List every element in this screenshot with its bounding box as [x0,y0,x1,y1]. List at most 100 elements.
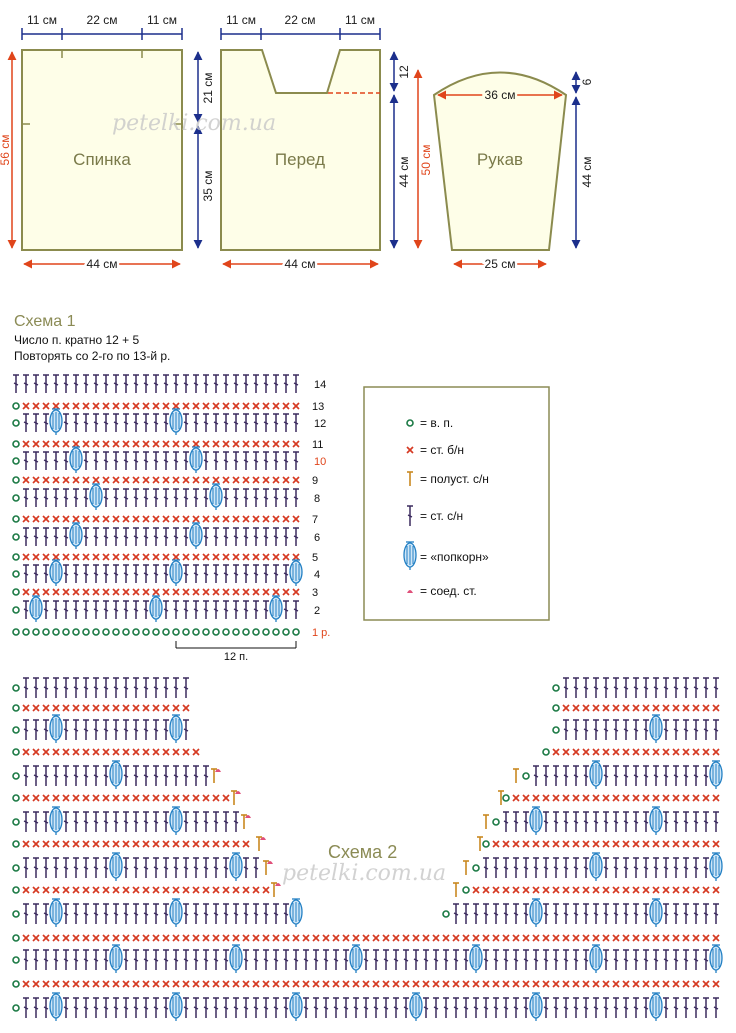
sc-stitch [512,886,520,894]
dc-stitch [23,677,29,698]
sc-stitch [62,704,70,712]
sc-stitch [272,980,280,988]
sc-stitch [592,980,600,988]
chain-stitch [406,419,414,427]
sc-stitch [82,886,90,894]
chain-stitch [12,553,20,561]
sc-stitch [292,515,300,523]
dc-stitch [263,903,269,924]
sc-stitch [562,980,570,988]
dc-stitch [513,997,519,1018]
dc-stitch [193,413,199,432]
back-top-dim-mid: 22 см [87,13,118,27]
sc-stitch [692,794,700,802]
chain-stitch [12,440,20,448]
dc-stitch [123,903,129,924]
sc-stitch [332,980,340,988]
sc-stitch [122,794,130,802]
sc-stitch [612,748,620,756]
dc-stitch [193,903,199,924]
popcorn-stitch [349,944,363,973]
dc-stitch [693,857,699,878]
chain-stitch [12,956,20,964]
dc-stitch [653,765,659,786]
sc-stitch [392,980,400,988]
dc-stitch [343,949,349,970]
sc-stitch [212,440,220,448]
popcorn-stitch [709,852,723,881]
sc-stitch [202,553,210,561]
dc-stitch [633,903,639,924]
dc-stitch [153,374,159,393]
dc-stitch [143,857,149,878]
sc-stitch [232,515,240,523]
sc-stitch [672,886,680,894]
sc-stitch [62,794,70,802]
legend: = в. п.= ст. б/н= полуст. с/н= ст. с/н= … [403,416,489,598]
legend-text: = ст. с/н [420,509,463,523]
dc-stitch [243,903,249,924]
sleeve-top-dim: 36 см [485,88,516,102]
chain-stitch [252,628,260,636]
sc-stitch [242,440,250,448]
hdc-stitch [498,790,504,805]
dc-stitch [43,949,49,970]
dc-stitch [673,719,679,740]
sc-stitch [242,402,250,410]
sc-stitch [152,886,160,894]
sc-stitch [592,704,600,712]
sc-stitch [32,840,40,848]
dc-stitch [73,677,79,698]
sc-stitch [602,748,610,756]
dc-stitch [133,677,139,698]
sc-stitch [572,980,580,988]
sc-stitch [672,794,680,802]
chain-stitch [12,704,20,712]
dc-stitch [563,903,569,924]
sc-stitch [172,794,180,802]
sc-stitch [172,704,180,712]
dc-stitch [183,903,189,924]
dc-stitch [203,374,209,393]
sc-stitch [142,588,150,596]
sc-stitch [672,748,680,756]
sc-stitch [412,934,420,942]
dc-stitch [283,600,289,619]
sc-stitch [72,704,80,712]
sc-stitch [192,886,200,894]
dc-stitch [633,857,639,878]
dc-stitch [233,374,239,393]
legend-box [363,386,550,621]
sc-stitch [252,515,260,523]
dc-stitch [203,488,209,507]
dc-stitch [603,949,609,970]
sc-stitch [712,840,720,848]
dc-stitch [363,949,369,970]
dc-stitch [503,857,509,878]
sc-stitch [292,588,300,596]
dc-stitch [33,451,39,470]
dc-stitch [103,488,109,507]
dc-stitch [33,564,39,583]
dc-stitch [23,765,29,786]
dc-stitch [463,903,469,924]
dc-stitch [453,903,459,924]
dc-stitch [223,811,229,832]
sc-stitch [572,794,580,802]
dc-stitch [93,765,99,786]
sc-stitch [192,840,200,848]
dc-stitch [583,765,589,786]
dc-stitch [93,903,99,924]
sc-stitch [132,515,140,523]
sc-stitch [232,934,240,942]
row-number: 14 [314,379,326,391]
chain-stitch [72,628,80,636]
chain-stitch [552,684,560,692]
sc-stitch [22,588,30,596]
dc-stitch [163,949,169,970]
dc-stitch [183,600,189,619]
sc-stitch [232,980,240,988]
chain-stitch [52,628,60,636]
sc-stitch [102,553,110,561]
sc-stitch [102,476,110,484]
